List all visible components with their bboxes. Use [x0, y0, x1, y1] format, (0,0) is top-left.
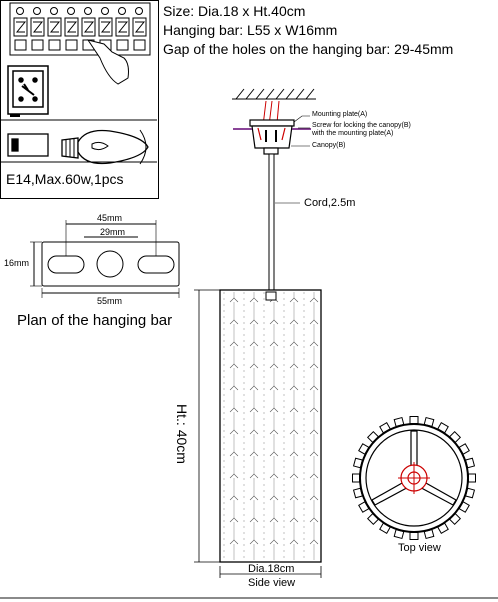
label-diameter: Dia.18cm — [248, 563, 295, 575]
spec-size: Size: Dia.18 x Ht.40cm — [163, 3, 306, 19]
plan-title: Plan of the hanging bar — [17, 312, 173, 329]
height-dimension — [194, 289, 220, 563]
switch-socket-icon — [7, 65, 49, 115]
plan-dim-16: 16mm — [4, 258, 30, 268]
label-cord: Cord,2.5m — [304, 197, 356, 209]
label-screw-line1: Screw for locking the canopy(B) — [312, 122, 411, 129]
hand-pointer-icon — [86, 39, 129, 85]
label-side-view: Side view — [248, 577, 296, 589]
terminal-block-icon — [9, 2, 151, 56]
e14-bulb-icon — [7, 129, 149, 165]
label-mounting-plate: Mounting plate(A) — [312, 111, 368, 118]
label-screw-line2: with the mounting plate(A) — [312, 130, 394, 137]
bulb-spec-label: E14,Max.60w,1pcs — [6, 171, 124, 187]
ceiling-hatch — [232, 88, 316, 100]
spec-hole-gap: Gap of the holes on the hanging bar: 29-… — [163, 41, 454, 57]
label-top-view: Top view — [398, 542, 441, 554]
label-canopy: Canopy(B) — [312, 142, 346, 149]
plan-dim-55: 55mm — [97, 296, 123, 306]
callout-lines — [275, 115, 310, 204]
lamp-body — [219, 289, 322, 563]
power-cord — [268, 153, 275, 291]
plan-dim-45: 45mm — [97, 213, 123, 223]
spec-hanging-bar: Hanging bar: L55 x W16mm — [163, 22, 338, 38]
hanging-bar-plan — [30, 220, 180, 298]
diameter-dimension — [219, 566, 322, 578]
top-view-drawing — [352, 416, 476, 540]
plan-dim-29: 29mm — [100, 227, 126, 237]
canopy-assembly — [249, 119, 295, 155]
label-height: Ht.: 40cm — [173, 404, 190, 464]
